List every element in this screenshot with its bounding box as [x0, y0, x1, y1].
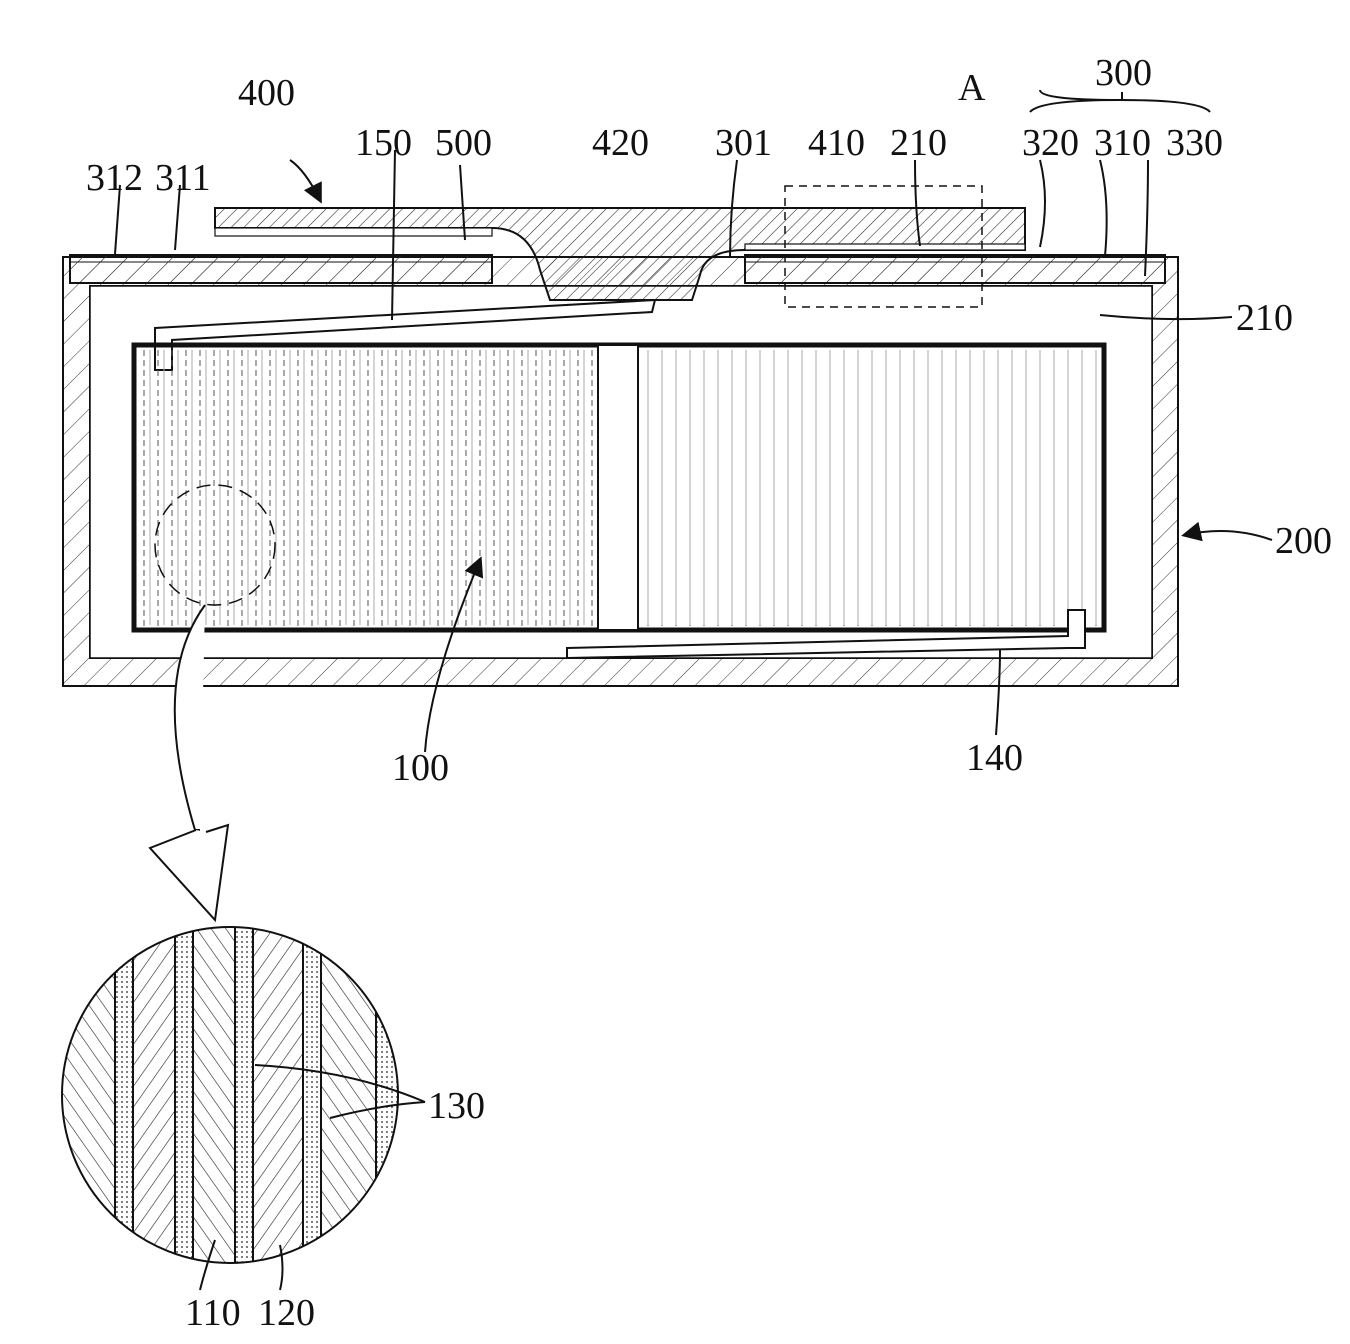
insulation-500-right	[745, 244, 1025, 250]
label-130: 130	[428, 1085, 485, 1127]
label-140: 140	[966, 737, 1023, 779]
label-320: 320	[1022, 122, 1079, 164]
label-210-side: 210	[1236, 297, 1293, 339]
label-100: 100	[392, 747, 449, 789]
label-400: 400	[238, 72, 295, 114]
label-301: 301	[715, 122, 772, 164]
label-311: 311	[155, 157, 211, 199]
label-150: 150	[355, 122, 412, 164]
label-120: 120	[258, 1292, 315, 1334]
label-420: 420	[592, 122, 649, 164]
label-200: 200	[1275, 520, 1332, 562]
label-500: 500	[435, 122, 492, 164]
label-312: 312	[86, 157, 143, 199]
label-a: A	[958, 67, 986, 109]
label-300: 300	[1095, 52, 1152, 94]
insulation-500	[215, 228, 492, 236]
electrode-assembly-100	[134, 345, 1104, 630]
label-330: 330	[1166, 122, 1223, 164]
label-310: 310	[1094, 122, 1151, 164]
label-410: 410	[808, 122, 865, 164]
label-210-top: 210	[890, 122, 947, 164]
label-110: 110	[185, 1292, 241, 1334]
